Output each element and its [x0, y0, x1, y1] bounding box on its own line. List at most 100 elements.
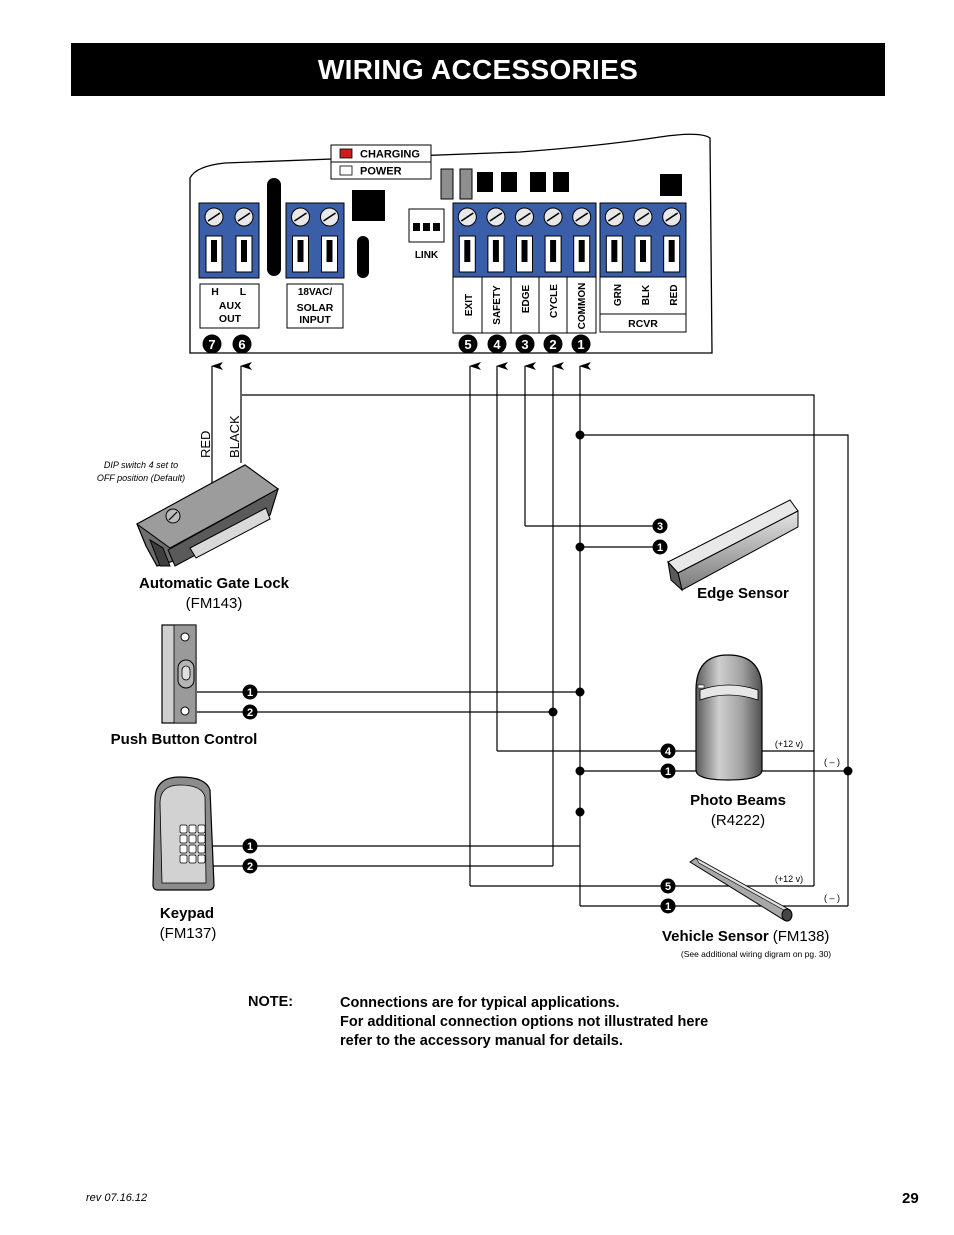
chip-component: [352, 190, 385, 221]
link-label: LINK: [415, 250, 439, 261]
screw-slot: [665, 212, 679, 222]
edge-sensor-device: [667, 499, 799, 592]
control-board: CHARGING POWER LINK H L AUX OU: [189, 133, 713, 354]
page-title: WIRING ACCESSORIES: [317, 53, 639, 85]
edge-sensor-name: Edge Sensor: [697, 585, 789, 602]
page-number: 29: [902, 1190, 919, 1207]
screw-slot: [518, 212, 531, 222]
wire-plus12v: [242, 394, 815, 886]
fuse-component: [459, 168, 473, 200]
badge-3: 3: [521, 337, 528, 352]
solar-label-3: INPUT: [299, 314, 331, 326]
note-label: NOTE:: [248, 994, 294, 1010]
terminal-pin: [464, 240, 471, 262]
wire-negative: [580, 434, 849, 906]
badge-5: 5: [464, 337, 471, 352]
charging-led-icon: [339, 148, 353, 159]
solar-label-1: 18VAC/: [298, 287, 332, 298]
screw-slot: [546, 212, 560, 222]
rcvr-label-box: GRN BLK RED RCVR: [599, 276, 687, 333]
note-line1: Connections are for typical applications…: [340, 995, 620, 1011]
push-button-device: [161, 624, 197, 724]
resistor-component: [357, 236, 369, 278]
relay-component: [530, 172, 546, 192]
gate-lock-name: Automatic Gate Lock: [139, 575, 290, 592]
screw-slot: [294, 212, 307, 222]
note-line2: For additional connection options not il…: [340, 1014, 709, 1030]
keypad-key: [197, 854, 206, 864]
keypad-badge-1: 1: [247, 841, 253, 853]
push-badge-1: 1: [247, 687, 253, 699]
keypad-key: [188, 834, 197, 844]
rcvr-red-label: RED: [669, 284, 680, 305]
led-legend: CHARGING POWER: [330, 144, 432, 180]
screw-slot: [607, 212, 621, 222]
screw-slot: [237, 212, 251, 222]
terminal-pin: [640, 240, 646, 262]
terminal-pin: [326, 240, 333, 262]
keypad-model: (FM137): [160, 925, 217, 942]
screw-slot: [460, 212, 474, 222]
out-label: OUT: [219, 313, 242, 325]
keypad-key: [179, 824, 188, 834]
aux-l-label: L: [240, 286, 247, 298]
push-badge-2: 2: [247, 707, 253, 719]
relay-component: [553, 172, 569, 192]
push-button-name: Push Button Control: [111, 731, 258, 748]
keypad-badge-2: 2: [247, 861, 253, 873]
terminal-label-strip: EXIT SAFETY EDGE CYCLE COMMON: [452, 276, 597, 334]
vehicle-sensor-note: (See additional wiring digram on pg. 30): [681, 949, 831, 959]
terminal-pin: [211, 240, 217, 262]
screw-slot: [207, 212, 221, 222]
fuse-component: [440, 168, 454, 200]
terminal-pin: [492, 240, 499, 262]
keypad-name: Keypad: [160, 905, 214, 922]
aux-label: AUX: [219, 300, 241, 312]
capacitor-component: [267, 178, 281, 276]
keypad-key: [179, 834, 188, 844]
automatic-gate-lock-device: [136, 464, 279, 567]
dip-note-line2: OFF position (Default): [97, 473, 185, 483]
rcvr-grn-label: GRN: [613, 284, 624, 306]
vehicle-badge-1: 1: [665, 901, 671, 913]
photo-beams-model: (R4222): [711, 812, 765, 829]
edge-badge-1: 1: [657, 542, 663, 554]
badge-1: 1: [577, 337, 584, 352]
terminal-cycle-label: CYCLE: [549, 284, 560, 318]
keypad-key: [179, 844, 188, 854]
badge-6: 6: [238, 337, 245, 352]
vehicle-badge-5: 5: [665, 881, 671, 893]
red-wire-label: RED: [198, 431, 213, 458]
terminal-pin: [521, 240, 528, 262]
badge-2: 2: [549, 337, 556, 352]
badge-4: 4: [493, 337, 501, 352]
title-banner: WIRING ACCESSORIES: [71, 43, 885, 96]
vehicle-sensor-name: Vehicle Sensor: [662, 928, 769, 945]
photo-plus-label: (+12 v): [775, 739, 803, 749]
dip-note-line1: DIP switch 4 set to: [104, 460, 178, 470]
screw-slot: [575, 212, 589, 222]
revision-label: rev 07.16.12: [86, 1192, 148, 1204]
keypad-key: [197, 824, 206, 834]
terminal-pin: [578, 240, 585, 262]
vehicle-sensor-model: (FM138): [773, 928, 830, 945]
terminal-pin: [297, 240, 304, 262]
gate-lock-model: (FM143): [186, 595, 243, 612]
note-line3: refer to the accessory manual for detail…: [340, 1033, 623, 1049]
charging-label: CHARGING: [360, 149, 420, 161]
keypad-key: [179, 854, 188, 864]
terminal-blocks: [198, 202, 687, 279]
relay-component: [477, 172, 493, 192]
wires: [197, 362, 849, 907]
power-led-icon: [339, 165, 353, 176]
terminal-exit-label: EXIT: [464, 294, 475, 316]
black-wire-label: BLACK: [227, 415, 242, 458]
terminal-pin: [241, 240, 247, 262]
photo-beams-device: [695, 654, 763, 781]
terminal-edge-label: EDGE: [521, 285, 532, 314]
rcvr-label: RCVR: [628, 318, 658, 330]
photo-beams-name: Photo Beams: [690, 792, 786, 809]
board-number-badges: 7 6 5 4 3 2 1: [202, 334, 591, 354]
photo-badge-1: 1: [665, 766, 671, 778]
